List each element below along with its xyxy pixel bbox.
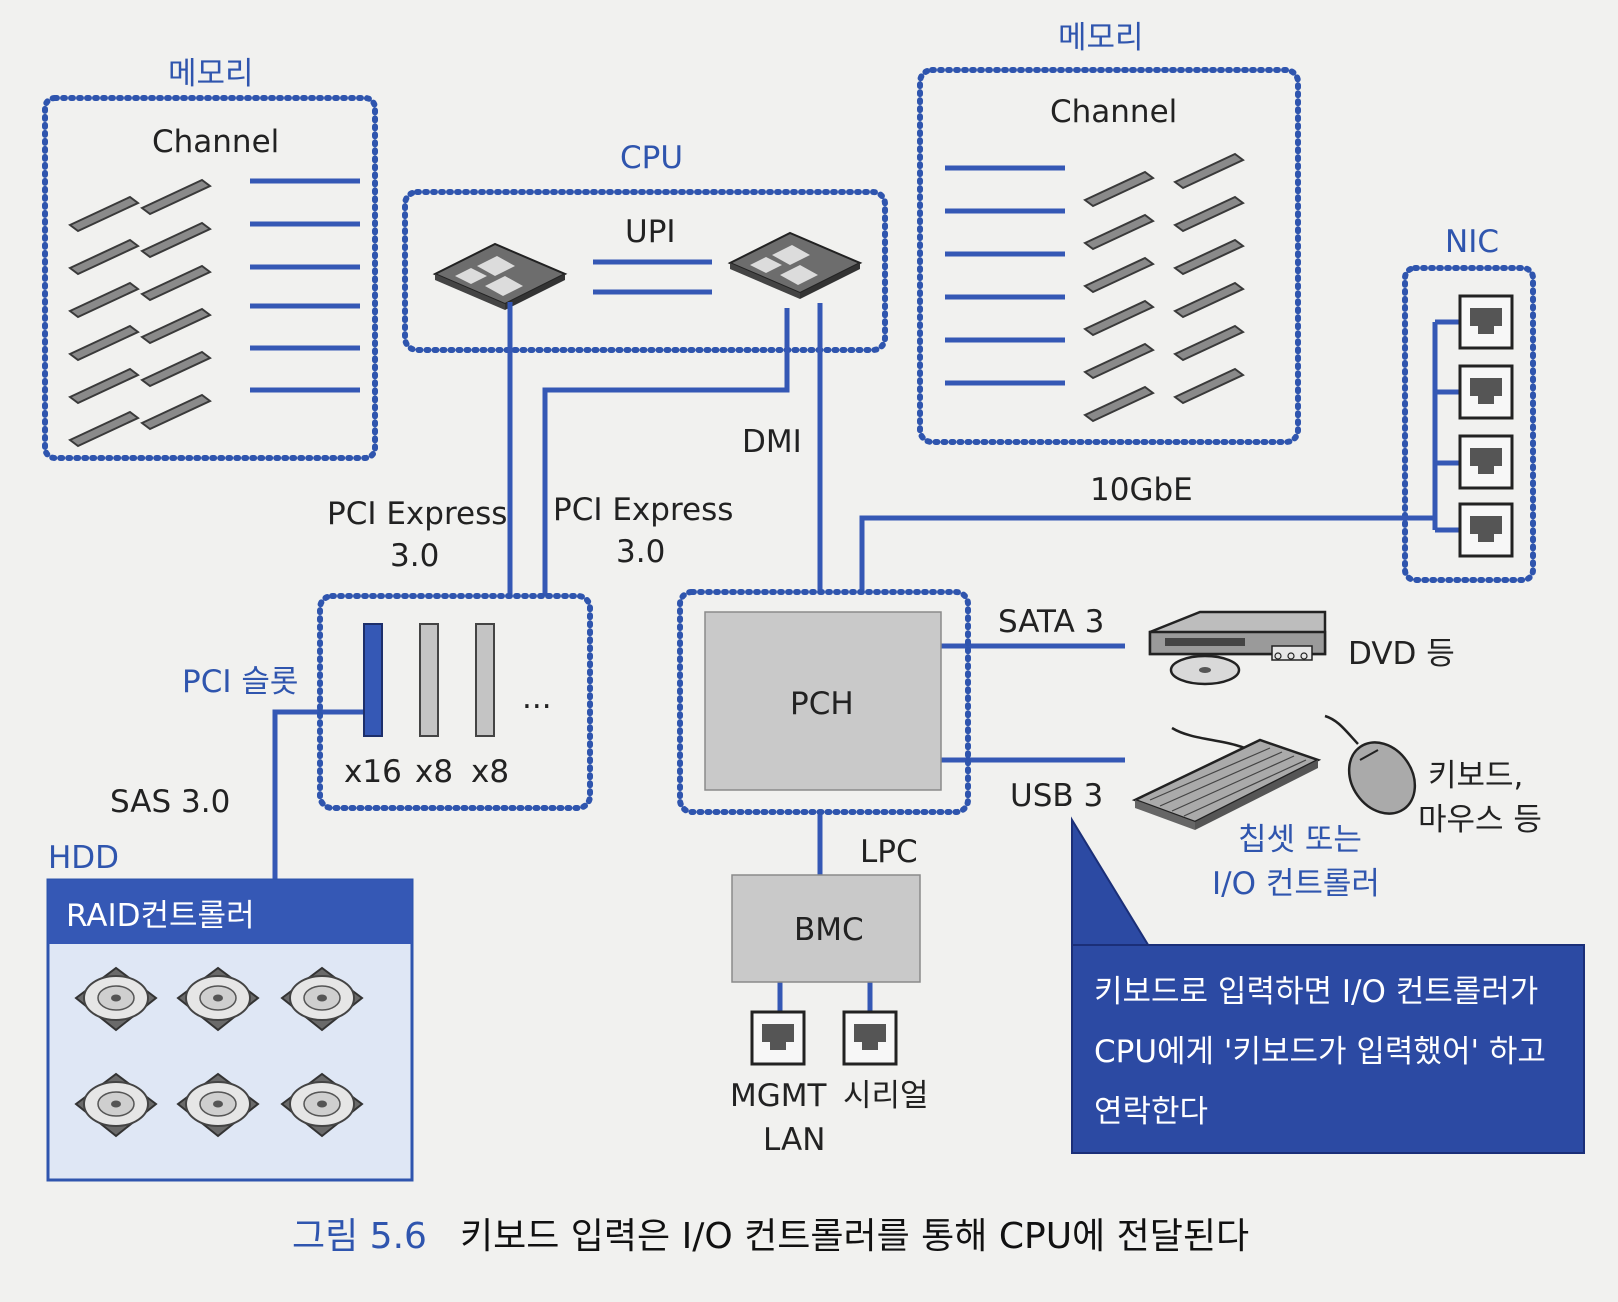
mgmt-lan-port-icon bbox=[750, 1010, 806, 1066]
serial-port-icon bbox=[842, 1010, 898, 1066]
upi-label: UPI bbox=[625, 214, 676, 250]
cpu-group: CPU UPI bbox=[402, 140, 888, 353]
callout-box bbox=[1071, 944, 1585, 1154]
dvd-label: DVD 등 bbox=[1348, 636, 1455, 672]
pci-slot-label: x16 bbox=[344, 754, 402, 790]
keyboard-mouse-label-line1: 키보드, bbox=[1428, 758, 1523, 794]
memory-left-dimms bbox=[69, 179, 211, 447]
sata-label: SATA 3 bbox=[998, 604, 1104, 640]
pch-box bbox=[704, 611, 942, 791]
callout: 키보드로 입력하면 I/O 컨트롤러가 CPU에게 '키보드가 입력했어' 하고… bbox=[1071, 816, 1585, 1154]
pcie-left-line2: 3.0 bbox=[390, 538, 439, 574]
keyboard-icon bbox=[1131, 726, 1322, 830]
pcie-right-line1: PCI Express bbox=[553, 492, 733, 528]
memory-right: 메모리 Channel bbox=[917, 20, 1301, 445]
pci-slots-box bbox=[317, 593, 593, 811]
keyboard-mouse-label-line2: 마우스 등 bbox=[1418, 802, 1542, 838]
callout-line1: 키보드로 입력하면 I/O 컨트롤러가 bbox=[1094, 974, 1538, 1010]
hdd-group: HDD RAID컨트롤러 bbox=[46, 840, 414, 1182]
nic-title: NIC bbox=[1445, 224, 1499, 260]
callout-line2: CPU에게 '키보드가 입력했어' 하고 bbox=[1094, 1034, 1546, 1070]
dmi-label: DMI bbox=[742, 424, 802, 460]
figure-number: 그림 5.6 bbox=[292, 1216, 427, 1257]
pcie-left-line1: PCI Express bbox=[327, 496, 507, 532]
cpu-chip-icon bbox=[434, 243, 566, 311]
pci-slot-x8 bbox=[419, 623, 439, 737]
pci-slot-x8 bbox=[475, 623, 495, 737]
pch-outer-box bbox=[677, 589, 971, 815]
pci-slots-group: PCI 슬롯 x16 x8 x8 ... bbox=[182, 593, 593, 811]
dvd-drive-icon bbox=[1148, 610, 1327, 686]
hdd-title: HDD bbox=[48, 840, 119, 876]
cpu-box bbox=[402, 189, 888, 353]
ethernet-port-icon bbox=[1458, 294, 1514, 350]
mgmt-lan-label-line1: MGMT bbox=[730, 1078, 828, 1114]
pch-label: PCH bbox=[790, 686, 854, 722]
link-labels: PCI Express 3.0 PCI Express 3.0 DMI 10Gb… bbox=[110, 424, 1193, 870]
figure-caption-text: 키보드 입력은 I/O 컨트롤러를 통해 CPU에 전달된다 bbox=[460, 1216, 1249, 1257]
raid-controller-label: RAID컨트롤러 bbox=[66, 898, 255, 934]
pci-slot-label: x8 bbox=[471, 754, 509, 790]
ethernet-port-icon bbox=[1458, 434, 1514, 490]
pcie-right-line2: 3.0 bbox=[616, 534, 665, 570]
memory-left-channel-label: Channel bbox=[152, 124, 279, 160]
memory-right-dimms bbox=[1084, 153, 1244, 422]
ethernet-port-icon bbox=[1458, 502, 1514, 558]
bmc-box bbox=[731, 874, 921, 983]
memory-left-box bbox=[42, 95, 378, 461]
mgmt-lan-label-line2: LAN bbox=[763, 1122, 825, 1158]
10gbe-label: 10GbE bbox=[1090, 472, 1193, 508]
serial-label: 시리얼 bbox=[843, 1078, 929, 1114]
memory-right-channel-label: Channel bbox=[1050, 94, 1177, 130]
pch-caption-line2: I/O 컨트롤러 bbox=[1212, 866, 1380, 902]
bmc-group: BMC MGMT LAN 시리얼 bbox=[730, 874, 929, 1158]
sas-label: SAS 3.0 bbox=[110, 784, 230, 820]
nic-group: NIC bbox=[1402, 224, 1536, 583]
memory-right-box bbox=[917, 67, 1301, 445]
memory-right-title: 메모리 bbox=[1058, 20, 1144, 56]
pci-slot-label: x8 bbox=[415, 754, 453, 790]
cpu-chip-icon bbox=[729, 232, 861, 300]
ethernet-port-icon bbox=[1458, 364, 1514, 420]
pci-slot-x16 bbox=[363, 623, 383, 737]
connection-lines bbox=[272, 302, 1435, 1012]
lpc-label: LPC bbox=[860, 834, 918, 870]
cpu-title: CPU bbox=[620, 140, 683, 176]
pch-caption-line1: 칩셋 또는 bbox=[1238, 822, 1362, 858]
nic-box bbox=[1402, 265, 1536, 583]
callout-line3: 연락한다 bbox=[1094, 1094, 1208, 1130]
pch-group: PCH 칩셋 또는 I/O 컨트롤러 bbox=[677, 589, 1380, 902]
mouse-icon bbox=[1324, 714, 1417, 815]
pci-slot-more: ... bbox=[522, 680, 552, 716]
memory-left-title: 메모리 bbox=[168, 56, 254, 92]
bmc-label: BMC bbox=[794, 912, 864, 948]
usb-label: USB 3 bbox=[1010, 778, 1103, 814]
raid-controller-bar bbox=[48, 880, 412, 944]
figure-caption: 그림 5.6 키보드 입력은 I/O 컨트롤러를 통해 CPU에 전달된다 bbox=[292, 1216, 1249, 1257]
memory-right-channel-lines bbox=[945, 165, 1065, 386]
memory-left-channel-lines bbox=[250, 178, 360, 393]
memory-left: 메모리 Channel bbox=[42, 56, 378, 461]
pci-slot-title: PCI 슬롯 bbox=[182, 664, 298, 700]
